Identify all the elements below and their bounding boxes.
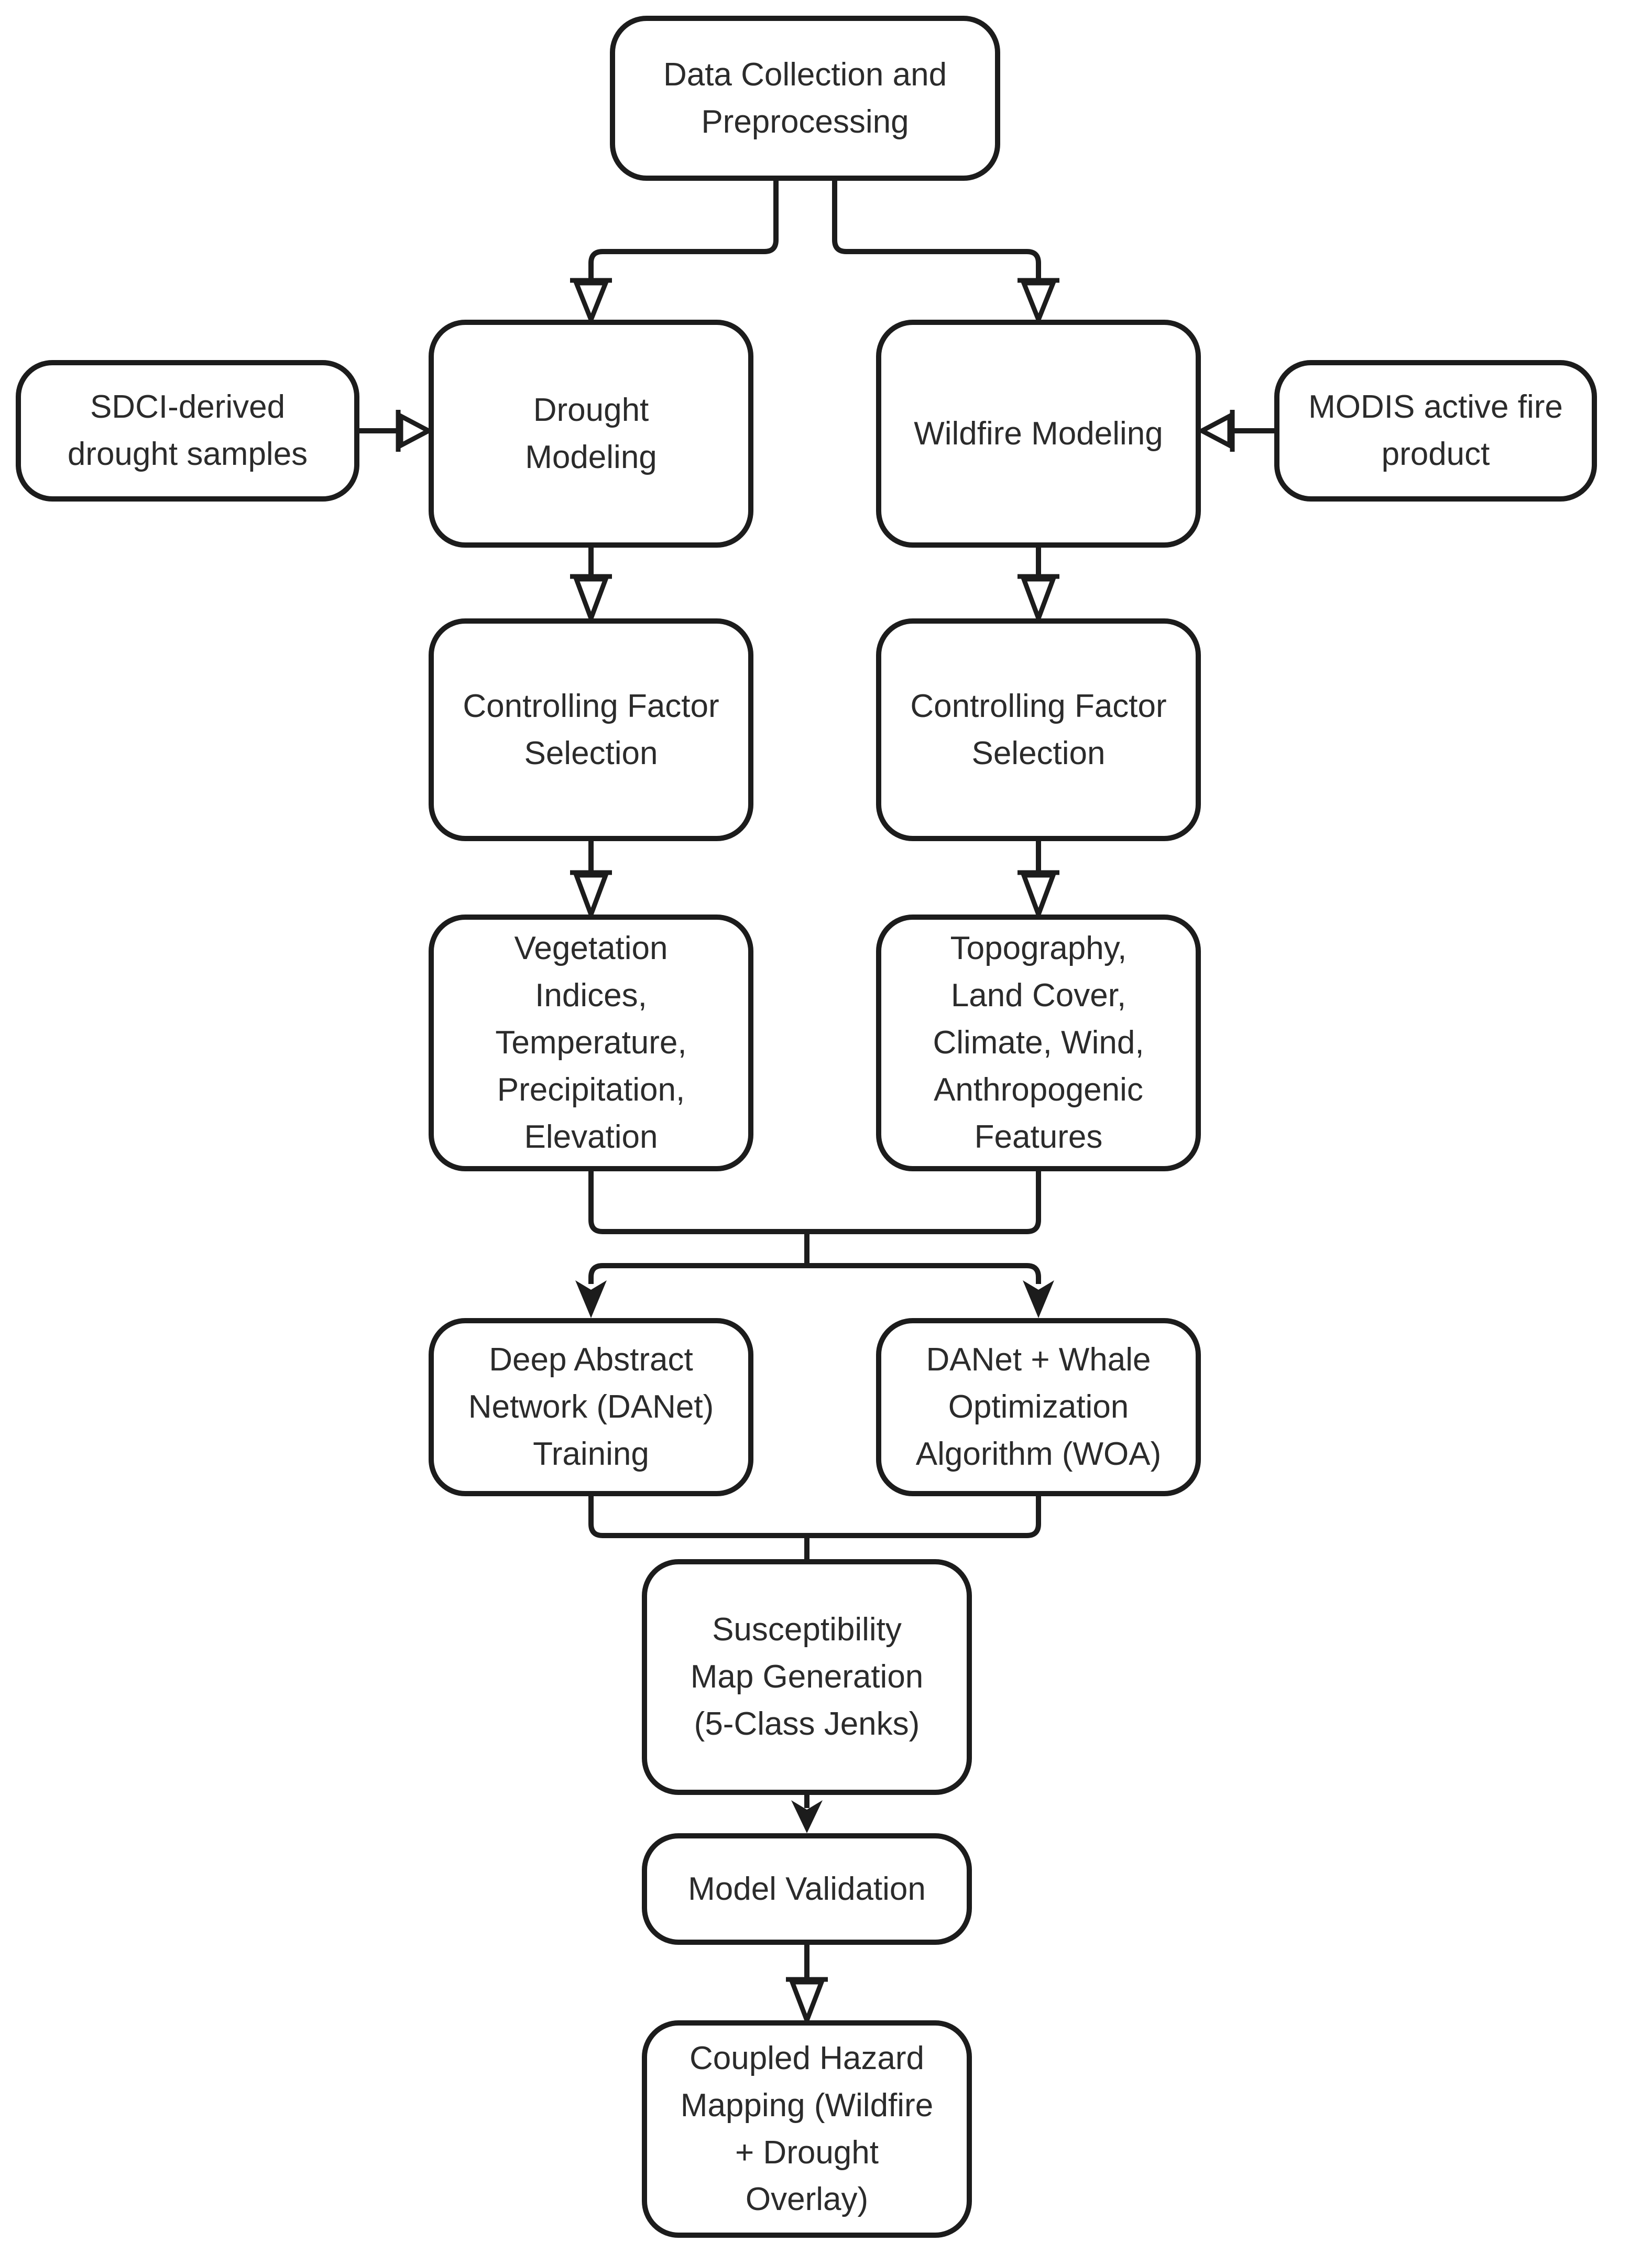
edge-factors-merge — [588, 1171, 1041, 1266]
edge-split-to-danet — [575, 1263, 1054, 1318]
node-controlling-factor-selection-drought: Controlling Factor Selection — [429, 618, 753, 841]
node-model-validation: Model Validation — [642, 1833, 972, 1945]
node-sdci-samples: SDCI-derived drought samples — [16, 360, 359, 502]
edge-modis-to-wildfire — [1197, 410, 1274, 452]
node-data-collection: Data Collection and Preprocessing — [610, 16, 1000, 181]
node-drought-factors: Vegetation Indices, Temperature, Precipi… — [429, 915, 753, 1171]
node-danet-training: Deep Abstract Network (DANet) Training — [429, 1318, 753, 1496]
edge-danet-merge-to-susceptibility — [588, 1496, 1041, 1559]
edge-wildfire-to-cfs — [1018, 548, 1059, 625]
node-wildfire-modeling: Wildfire Modeling — [876, 320, 1201, 548]
node-wildfire-factors: Topography, Land Cover, Climate, Wind, A… — [876, 915, 1201, 1171]
edge-data-collection-to-wildfire — [832, 181, 1059, 326]
edge-data-collection-to-drought — [570, 181, 779, 326]
node-danet-woa: DANet + Whale Optimization Algorithm (WO… — [876, 1318, 1201, 1496]
node-modis-fire-product: MODIS active fire product — [1274, 360, 1597, 502]
edge-cfs-to-drought-factors — [570, 841, 612, 921]
node-susceptibility-map: Susceptibility Map Generation (5-Class J… — [642, 1559, 972, 1795]
edge-cfs-to-wildfire-factors — [1018, 841, 1059, 921]
node-controlling-factor-selection-wildfire: Controlling Factor Selection — [876, 618, 1201, 841]
edge-validation-to-coupled — [786, 1945, 828, 2027]
edge-susceptibility-to-validation — [791, 1795, 823, 1833]
node-drought-modeling: Drought Modeling — [429, 320, 753, 548]
node-coupled-hazard-mapping: Coupled Hazard Mapping (Wildfire + Droug… — [642, 2020, 972, 2238]
edge-drought-to-cfs — [570, 548, 612, 625]
edge-sdci-to-drought — [359, 410, 434, 452]
